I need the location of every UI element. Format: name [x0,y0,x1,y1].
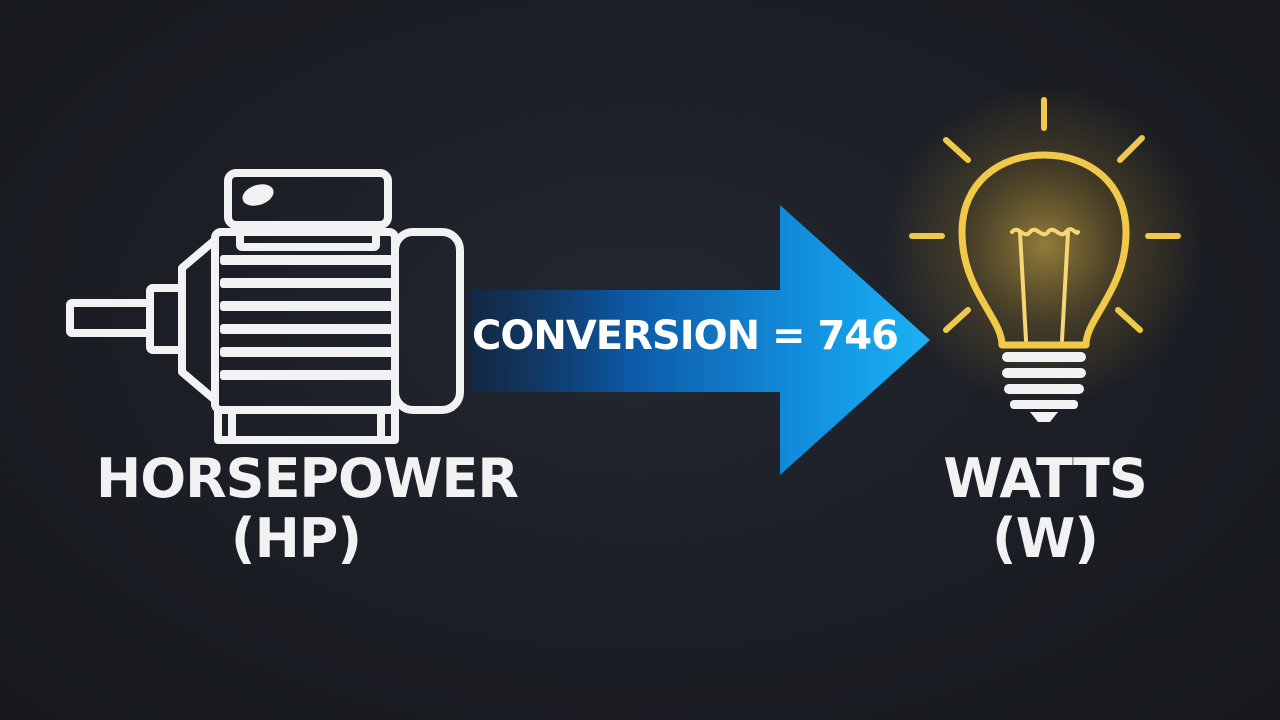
target-unit-symbol: (W) [992,507,1099,570]
target-unit-name: WATTS [943,447,1148,510]
source-unit-name: HORSEPOWER [96,447,519,510]
source-unit-symbol: (HP) [230,507,362,570]
conversion-label: CONVERSION = 746 [472,313,899,359]
